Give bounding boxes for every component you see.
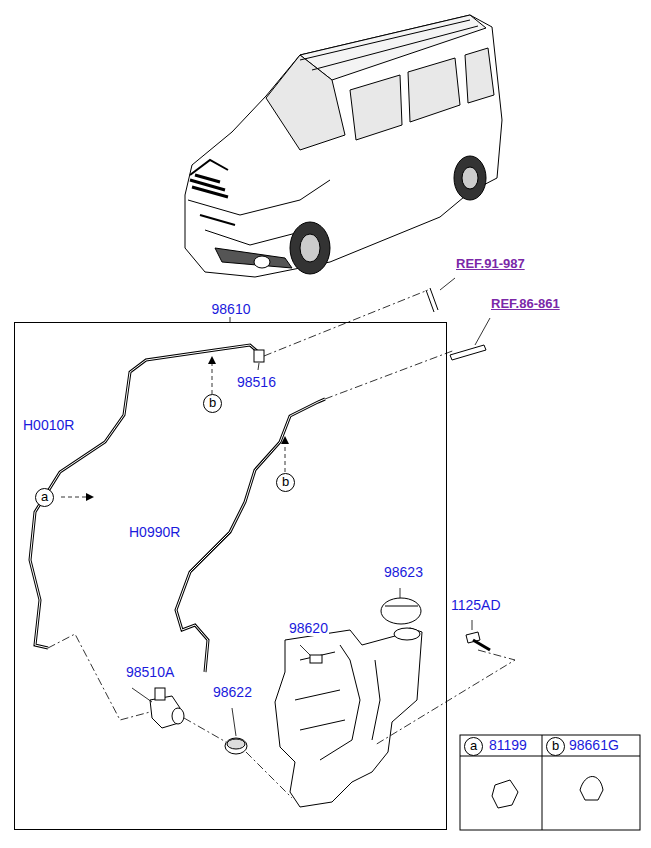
car-illustration <box>205 230 300 245</box>
washer-tank <box>320 645 360 760</box>
leader-line <box>61 497 90 498</box>
arrow-head <box>86 356 289 501</box>
ref-part <box>426 288 486 360</box>
connector-part <box>254 350 264 362</box>
connector-part <box>227 739 245 749</box>
reference-label: REF.91-987 <box>455 256 526 272</box>
callout-number: 98623 <box>383 564 424 580</box>
legend-table <box>460 735 640 830</box>
car-illustration <box>300 15 486 80</box>
car-illustration <box>254 256 270 268</box>
leader-line <box>246 752 292 798</box>
callout-number: 98610 <box>210 301 253 317</box>
callout-number: 98622 <box>212 684 253 700</box>
arrow-head <box>208 356 216 364</box>
car-illustration <box>465 48 494 103</box>
hose <box>30 345 258 648</box>
leader-line <box>325 350 455 399</box>
car-illustration <box>200 215 235 225</box>
arrow-head <box>281 436 289 444</box>
hose-inner <box>30 345 258 648</box>
hose-inner <box>30 345 325 672</box>
washer-tank <box>310 655 322 663</box>
car-illustration <box>215 248 292 268</box>
car-illustration <box>300 234 320 262</box>
connector-part <box>473 640 490 650</box>
washer-tank <box>394 628 420 640</box>
callout-number: 98516 <box>236 374 277 390</box>
leader-line <box>285 440 286 472</box>
car-illustration <box>185 15 502 277</box>
leader-line <box>264 290 428 356</box>
washer-tank <box>295 652 345 730</box>
legend-table <box>492 780 518 808</box>
callout-number: 81199 <box>488 737 528 753</box>
clip-key-letter: a <box>464 737 483 756</box>
car-illustration <box>266 55 345 150</box>
clip-key-letter: b <box>276 473 295 492</box>
leader-line <box>440 278 455 290</box>
ref-part <box>450 345 486 360</box>
connector-part <box>225 738 247 754</box>
connector-part <box>385 606 418 607</box>
leader-line <box>184 718 226 742</box>
hose <box>30 345 325 672</box>
car-illustration <box>408 58 460 122</box>
leader-line <box>212 360 213 394</box>
legend-table <box>460 735 640 830</box>
car-illustration <box>185 15 502 277</box>
connector-part <box>172 708 184 724</box>
leader-line <box>132 688 152 702</box>
connector-part <box>155 688 165 700</box>
car-illustration <box>454 156 486 200</box>
connector-part <box>381 598 421 624</box>
clip-key-letter: b <box>546 737 565 756</box>
callout-number: 1125AD <box>450 597 502 613</box>
callout-number: 98620 <box>288 620 329 636</box>
car-illustration <box>462 167 478 189</box>
car-illustration <box>312 26 478 70</box>
car-illustration <box>190 175 228 197</box>
ref-part <box>426 288 438 312</box>
legend-table <box>580 777 603 801</box>
clip-key-letter: a <box>35 488 54 507</box>
car-illustration <box>190 160 228 175</box>
leader-line <box>375 650 515 745</box>
leader-line <box>472 620 473 630</box>
leader-line <box>300 645 310 655</box>
arrow-head <box>86 493 94 501</box>
clip-key-letter: b <box>203 394 222 413</box>
reference-label: REF.86-861 <box>490 296 561 312</box>
callout-number: 98661G <box>568 737 620 753</box>
leader-line <box>258 363 259 370</box>
callout-number: H0990R <box>128 524 181 540</box>
washer-tank <box>275 628 422 807</box>
callout-number: H0010R <box>22 417 75 433</box>
leader-line <box>48 278 515 798</box>
leader-line <box>400 588 401 598</box>
leader-line <box>475 318 490 345</box>
callout-number: 98510A <box>125 664 175 680</box>
car-illustration <box>300 20 470 60</box>
car-illustration <box>350 75 402 140</box>
leader-line <box>232 708 236 736</box>
legend-table <box>460 735 640 830</box>
washer-tank <box>372 660 380 740</box>
car-illustration <box>290 222 330 274</box>
washer-tank <box>275 628 422 807</box>
